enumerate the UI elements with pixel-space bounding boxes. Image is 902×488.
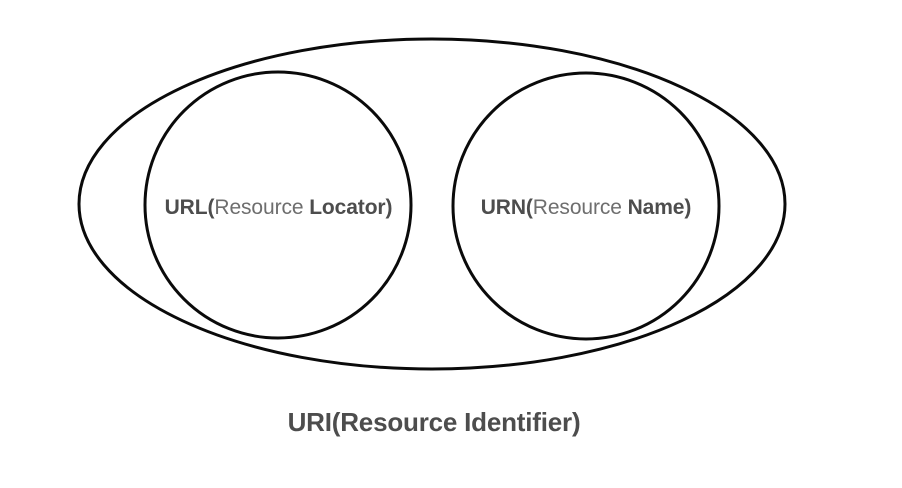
url-label-prefix: URL(: [164, 196, 215, 219]
url-label-middle: Resource: [214, 196, 310, 219]
urn-label-middle: Resource: [532, 196, 628, 219]
urn-label-prefix: URN(: [480, 196, 533, 219]
url-set-label: URL(Resource Locator): [0, 197, 557, 218]
url-label-suffix: Locator): [309, 196, 393, 219]
url-inner-circle: [143, 70, 413, 340]
uri-set-label: URI(Resource Identifier): [287, 407, 581, 437]
urn-set-label: URN(Resource Name): [310, 197, 862, 218]
urn-label-suffix: Name): [627, 196, 692, 219]
urn-inner-circle: [451, 71, 721, 341]
